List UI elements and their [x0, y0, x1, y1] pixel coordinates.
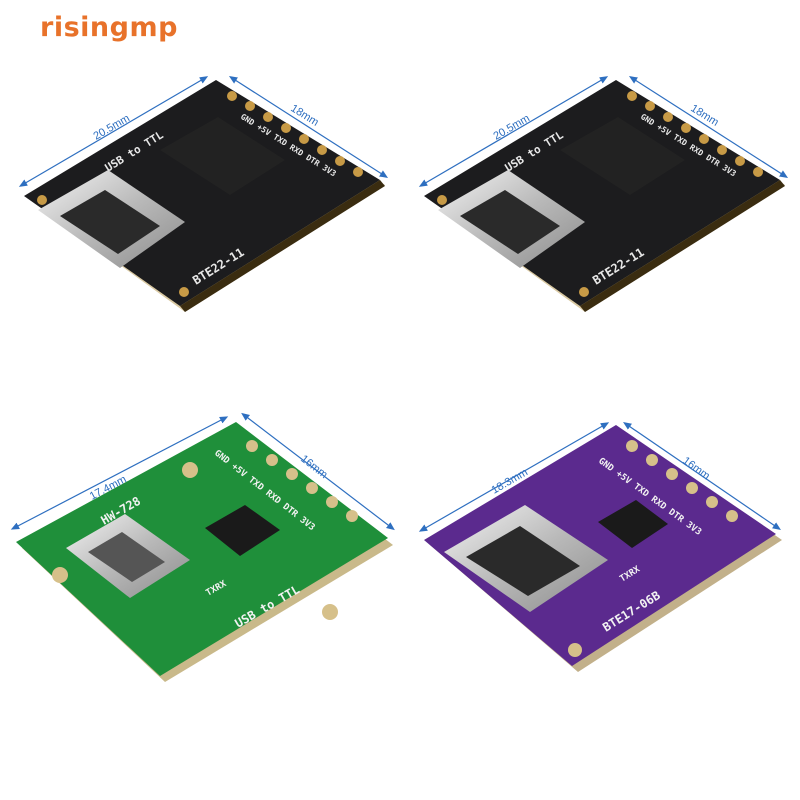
board-4: BTE17-06B TXRX GND +5V TXD RXD DTR 3V3 1…: [418, 421, 782, 672]
board-1: USB to TTL BTE22-11 GND +5V TXD RXD DTR …: [18, 76, 389, 312]
board-2: USB to TTL BTE22-11 GND +5V TXD RXD DTR …: [418, 76, 789, 312]
board-3: HW-728 USB to TTL TXRX GND +5V TXD RXD D…: [10, 412, 395, 682]
brand-watermark: risingmp: [40, 12, 178, 43]
